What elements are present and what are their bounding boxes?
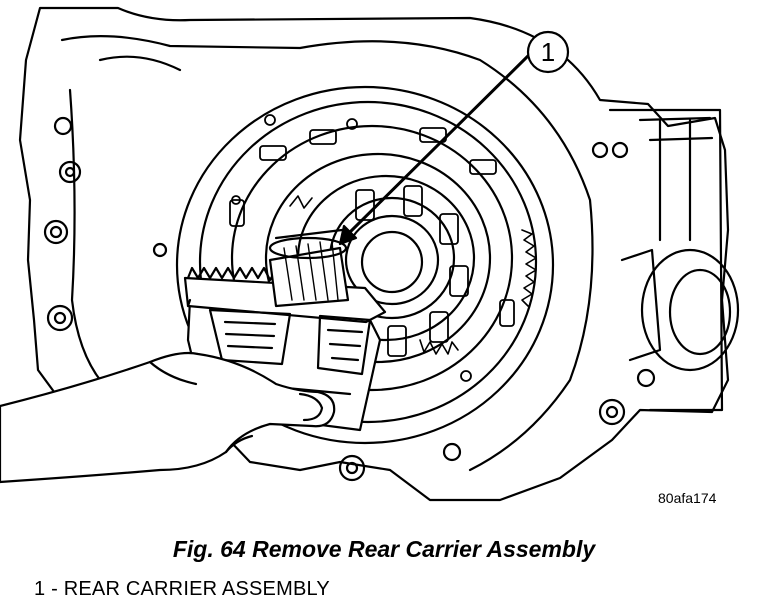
callout-number: 1 — [541, 37, 555, 67]
rear-carrier-assembly — [183, 228, 387, 432]
legend-number: 1 — [34, 578, 46, 600]
callout-leader — [338, 50, 534, 246]
hand — [0, 351, 336, 484]
case-bolt-bosses — [43, 116, 656, 482]
ring-gear-teeth — [289, 195, 537, 355]
legend-separator: - — [51, 578, 58, 600]
case-inner-ridge — [60, 35, 594, 472]
legend-item: 1 - REAR CARRIER ASSEMBLY — [34, 578, 330, 601]
transmission-illustration: 1 80afa174 — [0, 6, 740, 506]
image-code: 80afa174 — [658, 490, 717, 506]
legend-text: REAR CARRIER ASSEMBLY — [63, 578, 330, 600]
clutch-drum — [175, 85, 555, 445]
right-housing — [608, 108, 740, 412]
callout-circle — [526, 30, 570, 74]
drum-slots — [229, 114, 515, 382]
figure-caption: Fig. 64 Remove Rear Carrier Assembly — [172, 536, 596, 562]
